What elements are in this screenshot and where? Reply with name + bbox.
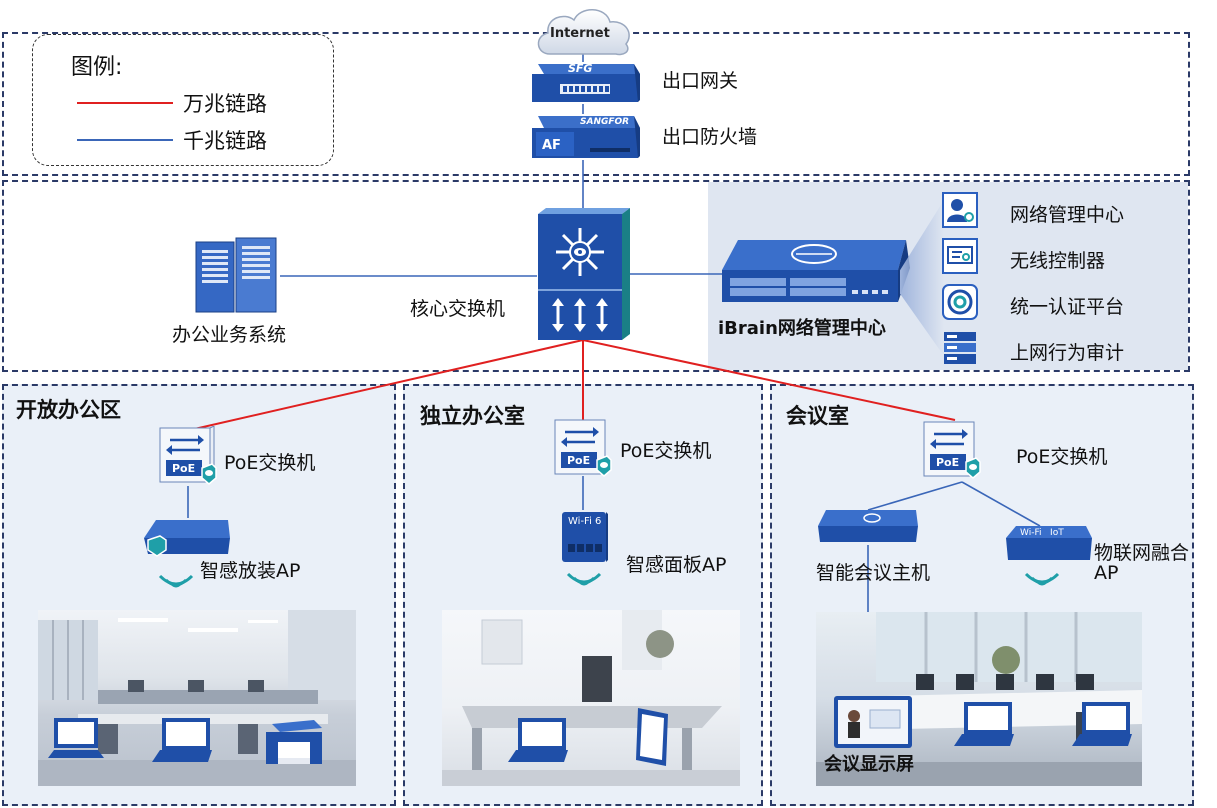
admin-icon (942, 192, 978, 228)
meeting-room-laptop-2 (1072, 702, 1132, 746)
poe-switch-icon (554, 419, 612, 477)
meeting-host-icon (818, 510, 918, 542)
panel-ap[interactable]: Wi-Fi 6 (560, 510, 608, 564)
firewall-device-text: SANGFOR (580, 117, 630, 127)
private-office-ap-label: 智感面板AP (626, 554, 727, 576)
legend-line-gig (77, 139, 173, 141)
office-system-label: 办公业务系统 (172, 324, 287, 346)
firewall-device[interactable]: SANGFOR AF (530, 114, 642, 160)
ibrain-function-wireless[interactable]: 无线控制器 (942, 238, 1192, 278)
legend-label-gig: 千兆链路 (183, 129, 267, 153)
cloud-icon (537, 9, 630, 56)
poe-badge: PoE (567, 454, 591, 467)
core-switch-label: 核心交换机 (410, 298, 506, 320)
internet-cloud: Internet (532, 2, 636, 60)
open-office-poe-switch[interactable]: PoE (158, 425, 220, 488)
ten-gig-links (189, 339, 956, 431)
legend: 图例: 万兆链路 千兆链路 (32, 34, 334, 166)
gateway-device[interactable]: SFG (530, 62, 642, 104)
server-icon (195, 237, 277, 313)
meeting-room-laptop-1 (954, 702, 1014, 746)
wifi-signal-icon (158, 574, 194, 588)
wifi-signal-icon (1024, 572, 1060, 586)
private-office-photo (442, 610, 740, 786)
ibrain-function-admin[interactable]: 网络管理中心 (942, 192, 1192, 232)
meeting-host-label: 智能会议主机 (816, 562, 931, 584)
iot-ap-label-line2: AP (1094, 562, 1119, 584)
open-office-title: 开放办公区 (16, 398, 121, 422)
gateway-box-icon (532, 64, 640, 102)
meeting-display-label: 会议显示屏 (824, 754, 914, 775)
link-core-open-switch (189, 339, 584, 431)
gateway-label: 出口网关 (662, 70, 739, 92)
link-meeting-switch-host (867, 481, 963, 511)
iot-ap[interactable]: Wi-Fi IoT (1002, 524, 1094, 564)
meeting-room-title: 会议室 (786, 404, 849, 428)
office-server[interactable] (192, 236, 280, 314)
monitor-icon (942, 238, 978, 274)
zone-core (2, 180, 1190, 372)
meeting-room-poe-switch[interactable]: PoE (922, 420, 984, 482)
iot-ap-icon (1006, 526, 1092, 560)
wifi6-badge: Wi-Fi 6 (568, 516, 602, 527)
poe-switch-icon (159, 425, 217, 485)
private-office-poe-switch[interactable]: PoE (553, 418, 615, 480)
ibrain-device[interactable] (718, 238, 914, 304)
legend-label-ten-gig: 万兆链路 (183, 92, 267, 116)
firewall-label: 出口防火墙 (662, 126, 758, 148)
ibrain-function-auth[interactable]: 统一认证平台 (942, 284, 1192, 324)
iot-ap-label-line1: 物联网融合 (1094, 542, 1190, 564)
core-switch[interactable] (534, 206, 632, 342)
tablet-icon (636, 708, 668, 766)
poe-badge: PoE (172, 462, 196, 475)
legend-title: 图例: (71, 55, 123, 80)
auth-icon (942, 284, 978, 320)
poe-badge: PoE (936, 456, 960, 469)
iot-badge: Wi-Fi IoT (1020, 528, 1064, 538)
ibrain-function-label: 无线控制器 (1010, 250, 1106, 272)
open-office-laptop-1 (48, 718, 104, 758)
core-switch-icon (538, 208, 630, 340)
ibrain-function-label: 上网行为审计 (1010, 342, 1125, 364)
display-screen-icon (834, 696, 912, 748)
firewall-box-icon (532, 116, 640, 158)
open-office-switch-label: PoE交换机 (224, 452, 316, 474)
panel-ap-icon (562, 512, 608, 562)
ibrain-function-audit[interactable]: 上网行为审计 (942, 330, 1192, 370)
firewall-badge: AF (542, 138, 561, 153)
open-office-ap-label: 智感放装AP (200, 560, 301, 582)
gateway-device-text: SFG (568, 62, 593, 75)
poe-switch-icon (923, 421, 981, 479)
private-office-scene (442, 610, 740, 786)
audit-icon (944, 332, 976, 364)
legend-line-ten-gig (77, 102, 173, 104)
meeting-room-switch-label: PoE交换机 (1016, 446, 1108, 468)
ceiling-ap[interactable] (142, 518, 232, 558)
internet-label: Internet (550, 26, 610, 41)
ibrain-label: iBrain网络管理中心 (718, 318, 886, 339)
private-office-switch-label: PoE交换机 (620, 440, 712, 462)
open-office-laptop-2 (152, 718, 212, 762)
ibrain-function-label: 统一认证平台 (1010, 296, 1125, 318)
private-office-laptop (508, 718, 568, 762)
meeting-host[interactable] (816, 508, 920, 548)
link-meeting-switch-iot (961, 481, 1041, 527)
ceiling-ap-icon (144, 520, 230, 557)
wifi-signal-icon (566, 572, 602, 586)
link-core-meeting-switch (582, 339, 956, 421)
ibrain-function-label: 网络管理中心 (1010, 204, 1125, 226)
private-office-title: 独立办公室 (420, 404, 525, 428)
ibrain-appliance-icon (722, 240, 910, 302)
meeting-display[interactable] (832, 694, 914, 752)
printer-icon (266, 720, 322, 764)
open-office-scene (38, 610, 356, 786)
